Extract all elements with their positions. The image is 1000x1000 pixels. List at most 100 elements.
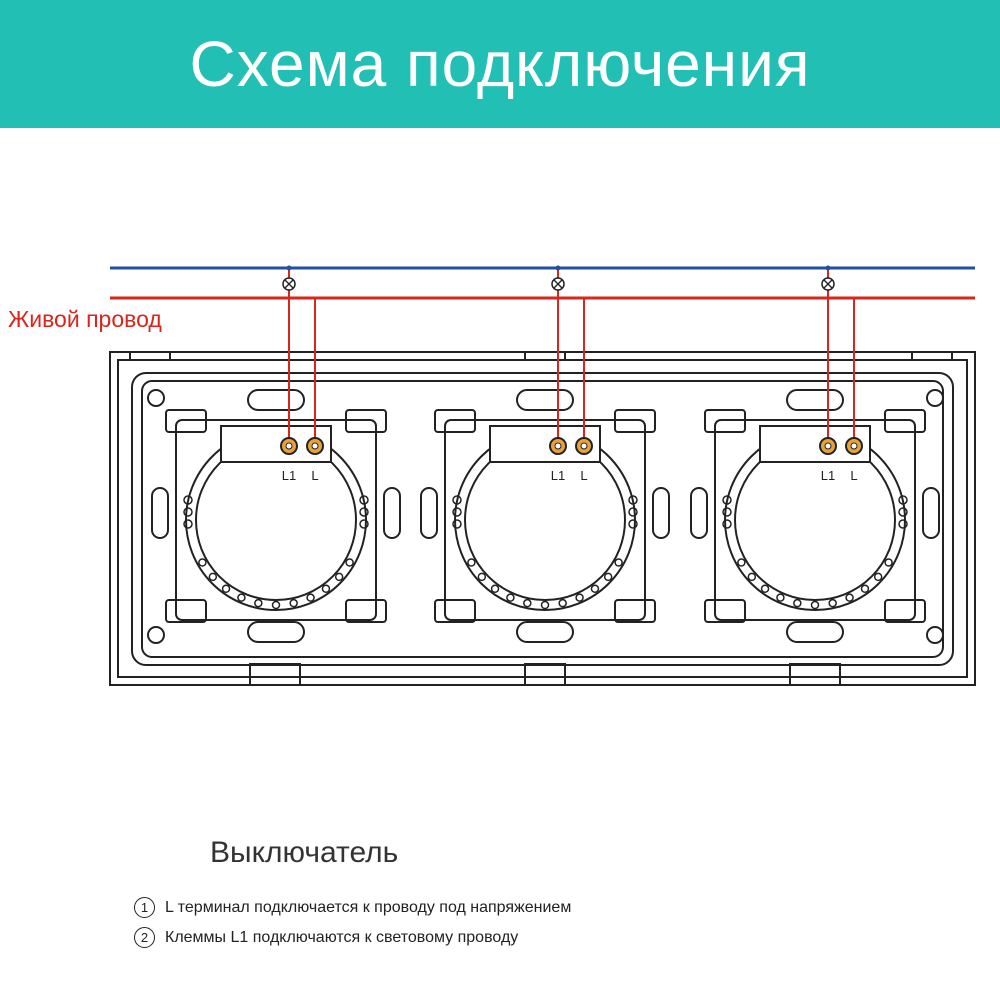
terminal-label-l: L [311,468,318,483]
lamp-icon-cross [284,279,294,289]
side-slot [151,487,169,539]
detent-dot [845,593,854,602]
page-title: Схема подключения [189,28,811,100]
legend-item-text: L терминал подключается к проводу под на… [165,898,572,916]
legend-item-2: 2 Клеммы L1 подключаются к световому про… [134,927,518,948]
detent-dot [345,558,354,567]
side-dot [898,507,908,517]
terminal-label-l: L [580,468,587,483]
detent-dot [254,598,263,608]
side-dot [359,519,369,529]
live-wire-label: Живой провод [8,306,162,332]
side-dot [183,495,193,505]
detent-dot [760,584,770,594]
detent-dot [575,593,584,602]
corner-clip [165,599,207,623]
switch-frame [109,351,976,686]
neutral-junction [555,265,561,271]
bottom-slot [247,621,305,643]
detent-dot [334,572,344,582]
detent-dot [208,572,218,582]
corner-clip [345,599,387,623]
terminal-screw-center [824,442,832,450]
side-dot [628,507,638,517]
switch-module: L1 L [420,265,670,643]
side-slot [652,487,670,539]
module-body [175,419,377,621]
detent-dot [747,572,757,582]
mechanism-inner [195,439,357,601]
detent-dot [558,598,567,608]
corner-clip [614,409,656,433]
number-badge: 1 [134,897,155,918]
detent-dot [306,593,315,602]
terminal-screw-center [850,442,858,450]
terminal-screw-center [285,442,293,450]
terminal-screw-center [554,442,562,450]
terminal-label-l1: L1 [282,468,296,483]
header-banner: Схема подключения [0,0,1000,128]
bottom-slot [786,621,844,643]
top-slot [516,389,574,411]
detent-dot [477,572,487,582]
detent-dot [793,598,802,608]
side-dot [898,519,908,529]
side-dot [452,519,462,529]
corner-clip [165,409,207,433]
neutral-junction [286,265,292,271]
detent-dot [506,593,515,602]
detent-dot [884,558,893,567]
detent-dot [603,572,613,582]
top-slot [247,389,305,411]
side-dot [183,519,193,529]
detent-dot [828,598,837,608]
corner-clip [884,599,926,623]
detent-dot [221,584,231,594]
module-body [444,419,646,621]
side-dot [359,507,369,517]
top-slot [786,389,844,411]
side-dot [722,519,732,529]
side-dot [722,495,732,505]
corner-clip [434,599,476,623]
bottom-slot [516,621,574,643]
legend-title: Выключатель [210,836,399,869]
lamp-icon-cross [823,279,833,289]
frame-tabs [129,351,953,686]
terminal-label-l1: L1 [551,468,565,483]
corner-clip [434,409,476,433]
mechanism-inner [464,439,626,601]
terminal-screw-center [580,442,588,450]
corner-clip [704,409,746,433]
legend-item-1: 1 L терминал подключается к проводу под … [134,897,571,918]
side-dot [452,495,462,505]
side-dot [722,507,732,517]
detent-dot [873,572,883,582]
detent-dot [540,600,550,610]
side-slot [922,487,940,539]
corner-clip [884,409,926,433]
detent-dot [198,558,207,567]
side-slot [420,487,438,539]
detent-dot [860,584,870,594]
corner-clip [345,409,387,433]
side-dot [359,495,369,505]
detent-dot [467,558,476,567]
detent-dot [523,598,532,608]
terminal-label-l: L [850,468,857,483]
side-dot [452,507,462,517]
side-dot [898,495,908,505]
lamp-icon-cross [553,279,563,289]
detent-dot [321,584,331,594]
detent-dot [237,593,246,602]
side-dot [628,495,638,505]
detent-dot [614,558,623,567]
legend-item-text: Клеммы L1 подключаются к световому прово… [165,928,519,946]
frame-holes [147,389,944,644]
mechanism-inner [734,439,896,601]
side-slot [690,487,708,539]
detent-dot [776,593,785,602]
switch-module: L1 L [151,265,401,643]
